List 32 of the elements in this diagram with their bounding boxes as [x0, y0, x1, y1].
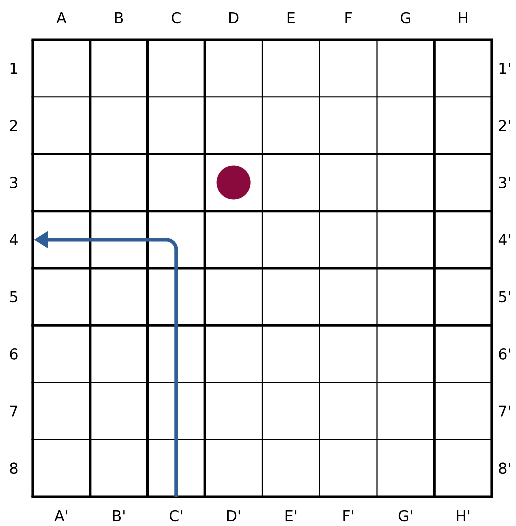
column-label: G' [398, 510, 412, 522]
row-label: 5' [499, 292, 510, 303]
column-label: A [56, 12, 67, 24]
row-label: 3 [10, 177, 18, 188]
row-label: 1' [500, 63, 510, 74]
column-label: D [230, 12, 239, 24]
column-label: G [401, 12, 410, 24]
column-label: F [346, 12, 352, 24]
row-label: 4 [10, 234, 18, 246]
column-label: B' [113, 510, 125, 522]
column-label: F' [344, 510, 354, 522]
column-label: C' [170, 510, 182, 522]
row-label: 2' [499, 120, 510, 132]
row-label: 6' [499, 348, 510, 360]
row-label: 3' [499, 177, 510, 188]
column-label: H [459, 12, 468, 24]
row-label: 7 [10, 406, 18, 417]
column-label: D' [227, 510, 240, 522]
row-label: 8' [499, 462, 510, 474]
row-label: 4' [498, 234, 510, 246]
column-label: E [288, 12, 295, 24]
row-label: 7' [499, 406, 510, 417]
column-label: E' [286, 510, 297, 522]
column-label: C [172, 12, 181, 24]
row-label: 8 [10, 462, 18, 474]
row-label: 2 [10, 120, 18, 132]
row-label: 6 [10, 348, 18, 360]
row-label: 1 [10, 63, 18, 74]
column-label: B [115, 12, 124, 24]
column-label: A' [54, 510, 68, 522]
column-label: H' [457, 510, 470, 522]
row-label: 5 [10, 292, 18, 303]
